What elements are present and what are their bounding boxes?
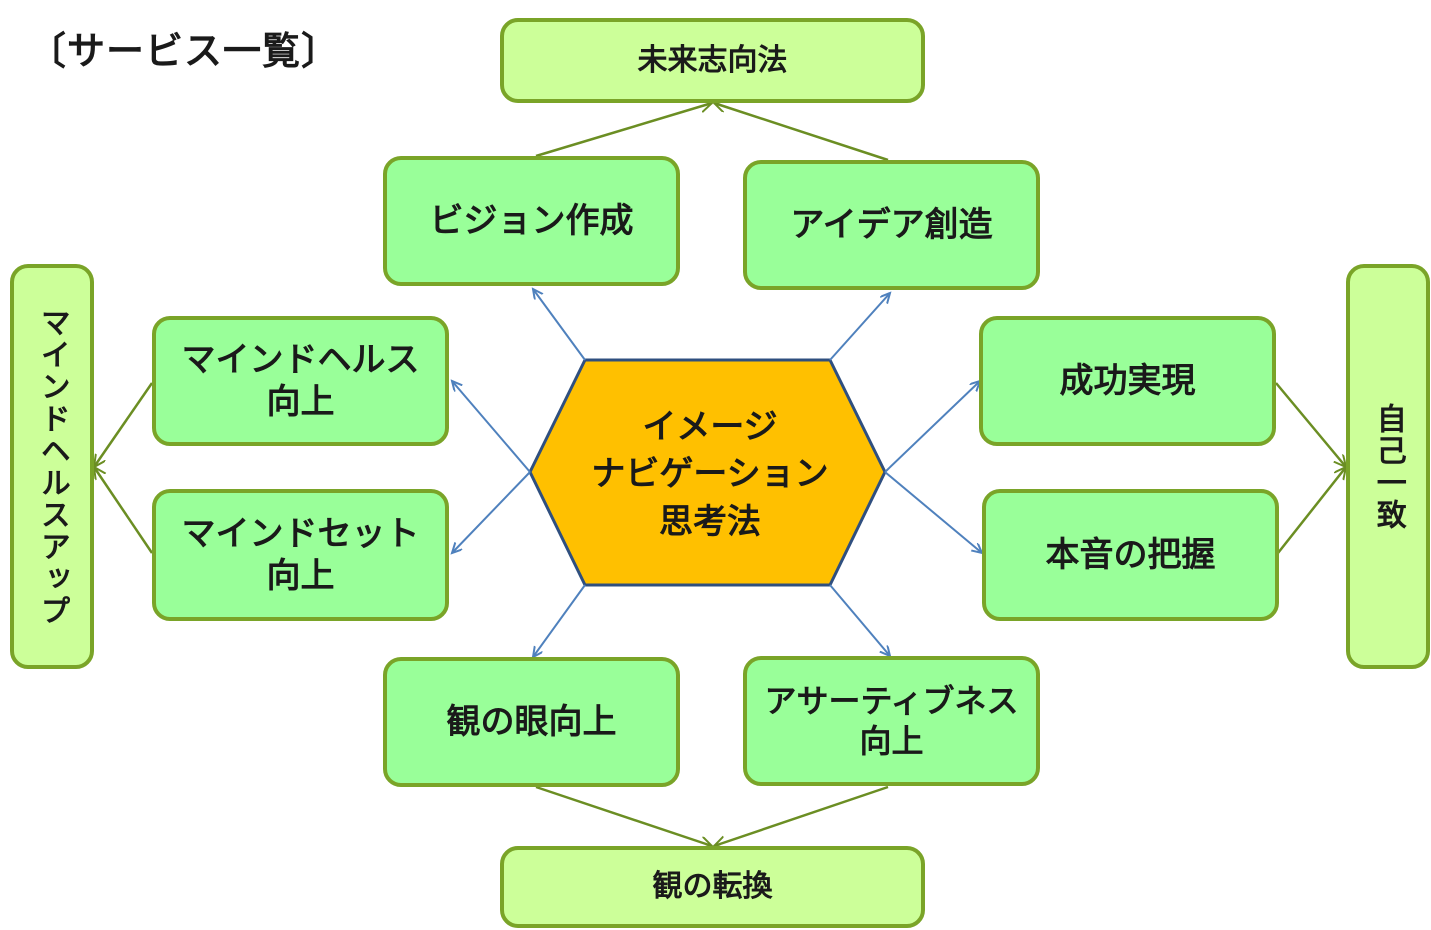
arrow-to-vision	[533, 289, 586, 361]
box-future-oriented: 未来志向法	[500, 18, 925, 103]
center-label-line-2: ナビゲーション	[591, 454, 829, 495]
box-self-congruence-label: 自己一致	[1370, 402, 1406, 531]
page-title: 〔サービス一覧〕	[28, 29, 341, 73]
arrow-to-idea	[829, 293, 890, 361]
arrow-idea-to-future	[714, 103, 889, 162]
arrow-assertive-to-kantenkan	[714, 785, 889, 846]
box-kannome: 観の眼向上	[383, 657, 680, 787]
arrow-to-mindset	[452, 471, 531, 553]
box-assertive-line-1: アサーティブネス	[764, 682, 1019, 720]
arrow-success-to-right	[1275, 382, 1346, 467]
box-kannome-line-1: 観の眼向上	[446, 701, 617, 742]
box-mindhealth: マインドヘルス 向上	[152, 316, 449, 446]
arrow-to-assertive	[829, 584, 890, 656]
box-kan-no-tenkan-label: 観の転換	[652, 869, 773, 905]
box-mindhealth-line-2: 向上	[266, 382, 335, 422]
center-label-line-3: 思考法	[659, 501, 761, 542]
box-future-oriented-label: 未来志向法	[637, 42, 788, 78]
arrow-to-success	[884, 381, 980, 473]
arrow-to-honne	[884, 471, 982, 553]
box-assertive: アサーティブネス 向上	[743, 656, 1040, 786]
arrow-to-kannome	[533, 584, 586, 657]
box-success-line-1: 成功実現	[1059, 360, 1196, 401]
arrow-mindset-to-left	[94, 467, 154, 554]
box-mindset-line-1: マインドセット	[181, 513, 420, 554]
center-label-line-1: イメージ	[642, 406, 778, 447]
box-vision: ビジョン作成	[383, 156, 680, 286]
arrow-honne-to-right	[1277, 467, 1346, 554]
box-kan-no-tenkan: 観の転換	[500, 846, 925, 928]
center-label: イメージ ナビゲーション 思考法	[560, 395, 860, 555]
arrow-to-mindhealth	[452, 381, 531, 473]
box-idea-line-1: アイデア創造	[790, 204, 993, 245]
box-idea: アイデア創造	[743, 160, 1040, 290]
box-self-congruence: 自己一致	[1346, 264, 1430, 669]
box-mind-health-up: マインドヘルスアップ	[10, 264, 94, 669]
box-honne-line-1: 本音の把握	[1045, 534, 1216, 575]
box-mindset-line-2: 向上	[266, 556, 335, 596]
arrow-mindhealth-to-left	[94, 382, 154, 467]
box-vision-line-1: ビジョン作成	[429, 200, 634, 241]
box-mind-health-up-label: マインドヘルスアップ	[34, 306, 70, 627]
box-assertive-line-2: 向上	[859, 722, 924, 760]
box-mindset: マインドセット 向上	[152, 489, 449, 621]
arrow-kannome-to-kantenkan	[535, 785, 712, 846]
box-success: 成功実現	[979, 316, 1276, 446]
box-honne: 本音の把握	[982, 489, 1279, 621]
box-mindhealth-line-1: マインドヘルス	[181, 339, 420, 380]
arrow-vision-to-future	[535, 103, 712, 158]
